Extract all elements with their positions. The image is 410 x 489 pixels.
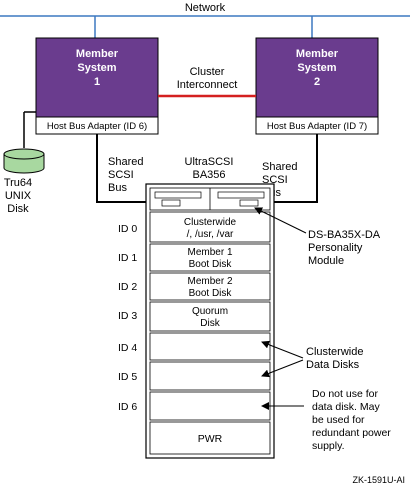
network-label: Network — [185, 2, 226, 14]
slot-pwr-frame — [149, 421, 271, 455]
member-2-adapter: Host Bus Adapter (ID 7) — [267, 121, 367, 132]
callout-personality-3: Module — [308, 255, 344, 267]
slot-6: ID 6 — [118, 391, 271, 421]
slot-4-frame — [149, 332, 271, 361]
slot-1-text-1: Member 1 — [187, 247, 232, 258]
slot-4-id: ID 4 — [118, 342, 137, 354]
interconnect-label-2: Interconnect — [177, 79, 238, 91]
bus-left-label-1: Shared — [108, 156, 143, 168]
callout-dnu-4: redundant power — [312, 427, 391, 439]
slot-3-text-1: Quorum — [192, 306, 228, 317]
disk-label-3: Disk — [7, 203, 29, 215]
io-module-right — [217, 191, 265, 199]
member-2-line3: 2 — [314, 76, 320, 88]
disk-label-2: UNIX — [5, 190, 32, 202]
io-module-left — [154, 191, 202, 199]
personality-arrow — [254, 207, 307, 234]
slot-1-text-2: Boot Disk — [189, 259, 233, 270]
slot-5-id: ID 5 — [118, 371, 137, 383]
slot-3-frame — [149, 301, 271, 332]
slot-1: ID 1 Member 1 Boot Disk — [118, 243, 271, 272]
enclosure-label-2: BA356 — [192, 169, 225, 181]
callout-dnu-5: supply. — [312, 440, 345, 452]
scsi-bus-left — [96, 134, 146, 203]
data-disks-arrow-1 — [261, 340, 304, 359]
interconnect-label-1: Cluster — [190, 66, 225, 78]
callout-data-disks-1: Clusterwide — [306, 346, 363, 358]
slot-3-text-2: Disk — [200, 318, 220, 329]
callout-personality-2: Personality — [308, 242, 363, 254]
member-1-line3: 1 — [94, 76, 100, 88]
slot-2: ID 2 Member 2 Boot Disk — [118, 272, 271, 301]
slot-2-text-1: Member 2 — [187, 276, 232, 287]
slot-1-id: ID 1 — [118, 252, 137, 264]
callout-dnu-1: Do not use for — [312, 388, 378, 400]
slot-0-text-2: /, /usr, /var — [187, 229, 234, 240]
bus-right-label-1: Shared — [262, 161, 297, 173]
data-disks-arrow-2 — [261, 359, 304, 378]
bus-left-label-2: SCSI — [108, 169, 134, 181]
disk-label-1: Tru64 — [4, 177, 32, 189]
slot-0-frame — [149, 211, 271, 243]
slot-pwr: PWR — [149, 421, 271, 455]
bus-left-label-3: Bus — [108, 182, 127, 194]
slot-0-text-1: Clusterwide — [184, 217, 237, 228]
disk-cylinder-top — [3, 148, 45, 160]
callout-personality-1: DS-BA35X-DA — [308, 229, 381, 241]
io-module-right-2 — [239, 199, 259, 207]
callout-data-disks-2: Data Disks — [306, 359, 360, 371]
slot-1-frame — [149, 243, 271, 272]
slot-5-frame — [149, 361, 271, 391]
enclosure-label-1: UltraSCSI — [185, 156, 234, 168]
member-1-line1: Member — [76, 48, 119, 60]
slot-2-frame — [149, 272, 271, 301]
slot-6-id: ID 6 — [118, 401, 137, 413]
slot-3-id: ID 3 — [118, 310, 137, 322]
bus-right-label-2: SCSI — [262, 174, 288, 186]
callout-dnu-3: be used for — [312, 414, 365, 426]
scsi-bus-right — [274, 134, 318, 203]
slot-0-id: ID 0 — [118, 223, 137, 235]
member-1-adapter: Host Bus Adapter (ID 6) — [47, 121, 147, 132]
member-2-line2: System — [297, 62, 336, 74]
slot-pwr-text: PWR — [198, 433, 223, 445]
slot-2-text-2: Boot Disk — [189, 288, 233, 299]
slot-4: ID 4 — [118, 332, 271, 361]
member-1-line2: System — [77, 62, 116, 74]
io-module-left-2 — [161, 199, 181, 207]
slot-5: ID 5 — [118, 361, 271, 391]
slot-3: ID 3 Quorum Disk — [118, 301, 271, 332]
slot-6-frame — [149, 391, 271, 421]
member-2-line1: Member — [296, 48, 339, 60]
callout-dnu-2: data disk. May — [312, 401, 380, 413]
slot-2-id: ID 2 — [118, 281, 137, 293]
slot-0: ID 0 Clusterwide /, /usr, /var — [118, 211, 271, 243]
figure-id: ZK-1591U-AI — [352, 475, 405, 485]
